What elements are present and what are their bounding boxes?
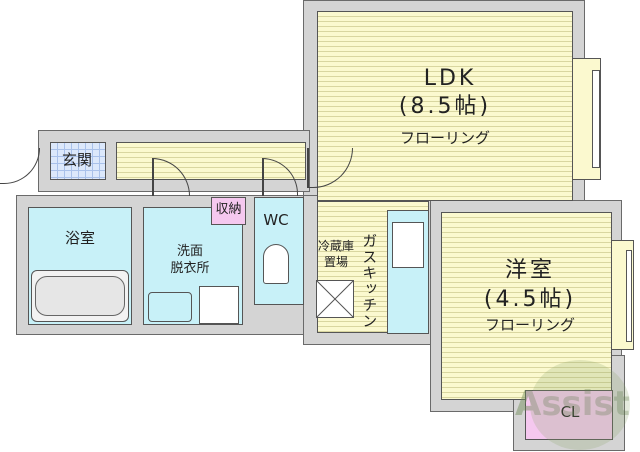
bath-name: 浴室 — [64, 229, 95, 247]
washroom-line1: 洗面 — [176, 244, 203, 259]
kitchen-sink — [392, 222, 424, 268]
washing-machine-pan — [199, 286, 239, 324]
ldk-floor: フローリング — [399, 129, 490, 147]
fridge-line2: 置場 — [323, 255, 348, 269]
sink-vanity — [148, 292, 192, 322]
room-entrance — [50, 142, 106, 180]
entrance-name: 玄関 — [61, 151, 92, 169]
room-storage — [211, 197, 246, 225]
toilet-icon — [263, 244, 289, 284]
fridge-space — [316, 280, 354, 318]
washroom-line2: 脱衣所 — [170, 261, 210, 276]
window-western — [626, 250, 632, 342]
fridge-cross-icon — [316, 280, 354, 318]
western-size: (4.5帖) — [483, 287, 577, 312]
room-closet — [525, 390, 613, 440]
window-ldk — [592, 70, 600, 168]
closet-name: CL — [560, 403, 580, 421]
ldk-size: (8.5帖) — [398, 94, 492, 119]
room-western — [441, 212, 612, 400]
ldk-name: LDK — [423, 66, 477, 91]
bathtub-inner — [35, 276, 125, 316]
western-floor: フローリング — [484, 316, 575, 334]
kitchen-name: ガスキッチン — [360, 233, 379, 329]
wc-name: WC — [263, 211, 289, 229]
storage-name: 収納 — [215, 202, 242, 217]
fridge-line1: 冷蔵庫 — [317, 239, 354, 253]
entrance-door[interactable] — [0, 148, 40, 184]
room-ldk — [317, 11, 573, 201]
western-name: 洋室 — [504, 258, 555, 283]
